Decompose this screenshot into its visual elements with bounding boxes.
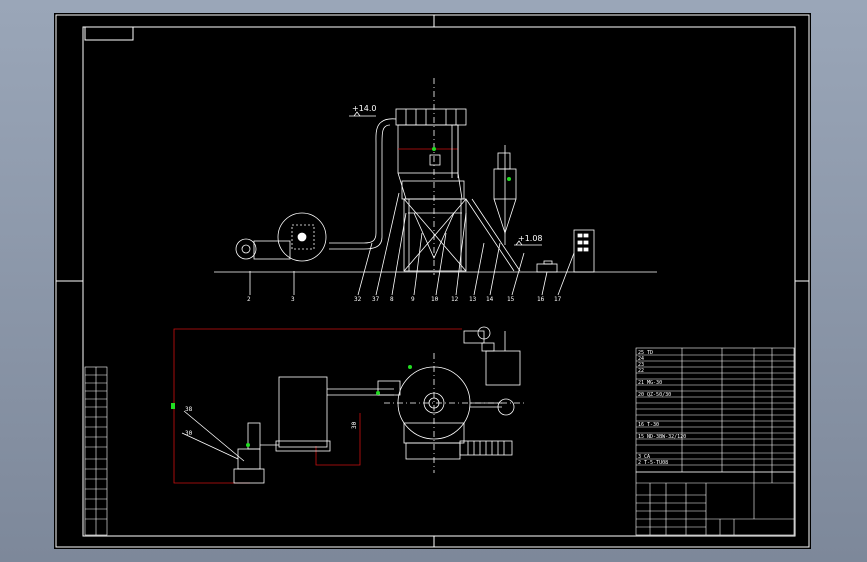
- code-box: [84, 26, 134, 41]
- plan-label-b: 30: [185, 430, 193, 437]
- part-number: 37: [372, 296, 380, 303]
- outer-border: [55, 14, 810, 548]
- fan-wheel: [277, 212, 327, 262]
- cyclone-plan: [485, 350, 521, 386]
- parts-row: 16 T-30: [638, 422, 659, 428]
- part-number: 17: [554, 296, 562, 303]
- parts-row: 21 MG-30: [638, 380, 662, 386]
- plan-view: [173, 326, 524, 484]
- air-duct: [329, 118, 397, 244]
- support-frame: [403, 198, 467, 272]
- elevation-view: [214, 78, 657, 296]
- part-number: 14: [486, 296, 494, 303]
- parts-row: 2 T-5-TU08: [638, 460, 668, 466]
- plan-label-a: 38: [185, 406, 193, 413]
- part-number: 15: [507, 296, 515, 303]
- drying-tower-top: [395, 108, 467, 126]
- part-number: 12: [451, 296, 459, 303]
- pump: [536, 263, 558, 273]
- elevation-mid-label: +1.08: [518, 234, 543, 243]
- title-block: [635, 471, 795, 536]
- part-number: 32: [354, 296, 362, 303]
- part-number: 10: [431, 296, 439, 303]
- part-number-labels: 2 3 32 37 8 9 10 12 13 14 15 16 17: [247, 296, 562, 303]
- cad-drawing: +14.0 +1.08 2 3 32 37 8 9 10 12 13 14 15…: [55, 14, 810, 548]
- control-cabinet: [573, 229, 595, 273]
- part-number: 3: [291, 296, 295, 303]
- part-number: 8: [390, 296, 394, 303]
- stair: [465, 198, 515, 272]
- feed-pipe: [173, 328, 462, 484]
- parts-row: 3 CA: [638, 454, 650, 460]
- parts-table-rows: 25 TD 24 23 22 21 MG-30 20 QZ-50/30 16 T…: [638, 350, 686, 466]
- revision-column: [84, 366, 108, 536]
- inner-border: [82, 26, 796, 537]
- parts-table: [635, 347, 795, 473]
- part-number: 16: [537, 296, 545, 303]
- parts-row: 25 TD: [638, 350, 653, 356]
- parts-row: 20 QZ-50/30: [638, 392, 671, 398]
- part-number: 2: [247, 296, 251, 303]
- tower-plan: [397, 366, 471, 440]
- elevation-top-label: +14.0: [352, 104, 377, 113]
- drawing-sheet: +14.0 +1.08 2 3 32 37 8 9 10 12 13 14 15…: [54, 13, 811, 549]
- parts-row: 22: [638, 368, 644, 374]
- part-number: 13: [469, 296, 477, 303]
- parts-row: 23: [638, 362, 644, 368]
- plan-label-c: 30: [351, 421, 358, 429]
- parts-row: 15 ND-3BW-32/120: [638, 434, 686, 440]
- part-number: 9: [411, 296, 415, 303]
- air-heater: [278, 376, 328, 448]
- blower: [235, 238, 257, 260]
- parts-row: 24: [638, 356, 644, 362]
